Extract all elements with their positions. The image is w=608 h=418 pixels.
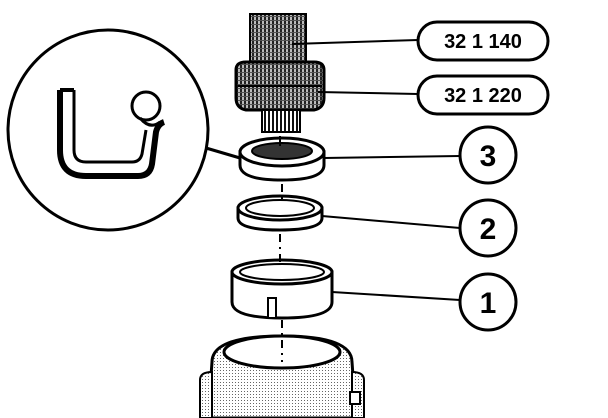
housing [199, 334, 365, 418]
part-2-ring [236, 194, 324, 232]
callout-2: 2 [458, 198, 518, 258]
part-1-sleeve [230, 258, 334, 320]
tool-label-text: 32 1 140 [444, 31, 522, 53]
part-3-seal [238, 136, 326, 182]
tool-label-32-1-140: 32 1 140 [416, 20, 550, 62]
callout-number: 2 [480, 213, 497, 246]
callout-1: 1 [458, 272, 518, 332]
callout-number: 1 [480, 287, 497, 320]
tool-label-32-1-220: 32 1 220 [416, 74, 550, 116]
detail-magnifier [6, 28, 241, 232]
leader-lines [291, 39, 461, 301]
tool-collar-32-1-220 [234, 60, 326, 133]
tool-label-text: 32 1 220 [444, 85, 522, 107]
center-axis [279, 136, 283, 362]
callout-3: 3 [458, 125, 518, 185]
callout-number: 3 [480, 140, 497, 173]
